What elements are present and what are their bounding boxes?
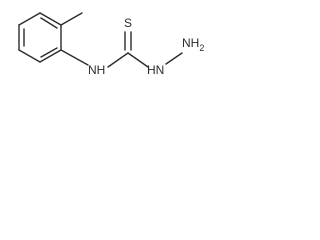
ring-to-nh-bond	[60, 49, 89, 66]
atom-label-hn: HN	[147, 63, 164, 77]
carbon-to-hn-bond	[127, 52, 149, 68]
ring-bond-6	[18, 12, 41, 26]
nh2-subscript: 2	[199, 43, 204, 53]
methyl-bond	[60, 12, 83, 26]
hn-to-nh2-bond	[165, 52, 183, 65]
benzene-ring	[18, 12, 62, 63]
ring-bond-1	[39, 12, 62, 26]
ring-bond-4	[18, 49, 41, 63]
atom-label-nh2: NH2	[182, 36, 204, 53]
nh-label: NH	[88, 63, 105, 77]
nh2-label: NH2	[182, 36, 204, 53]
hn-label: HN	[147, 63, 164, 77]
chemical-structure: S NH HN NH2	[18, 12, 204, 77]
atom-label-sulfur: S	[124, 16, 132, 30]
sulfur-label: S	[124, 16, 132, 30]
ring-bond-3	[39, 49, 62, 63]
ring-double-bond-2	[40, 47, 58, 58]
atom-label-nh: NH	[88, 63, 105, 77]
nh-to-carbon-bond	[107, 52, 129, 68]
ring-double-bond-1	[40, 17, 58, 29]
nh2-main-text: NH	[182, 36, 199, 50]
